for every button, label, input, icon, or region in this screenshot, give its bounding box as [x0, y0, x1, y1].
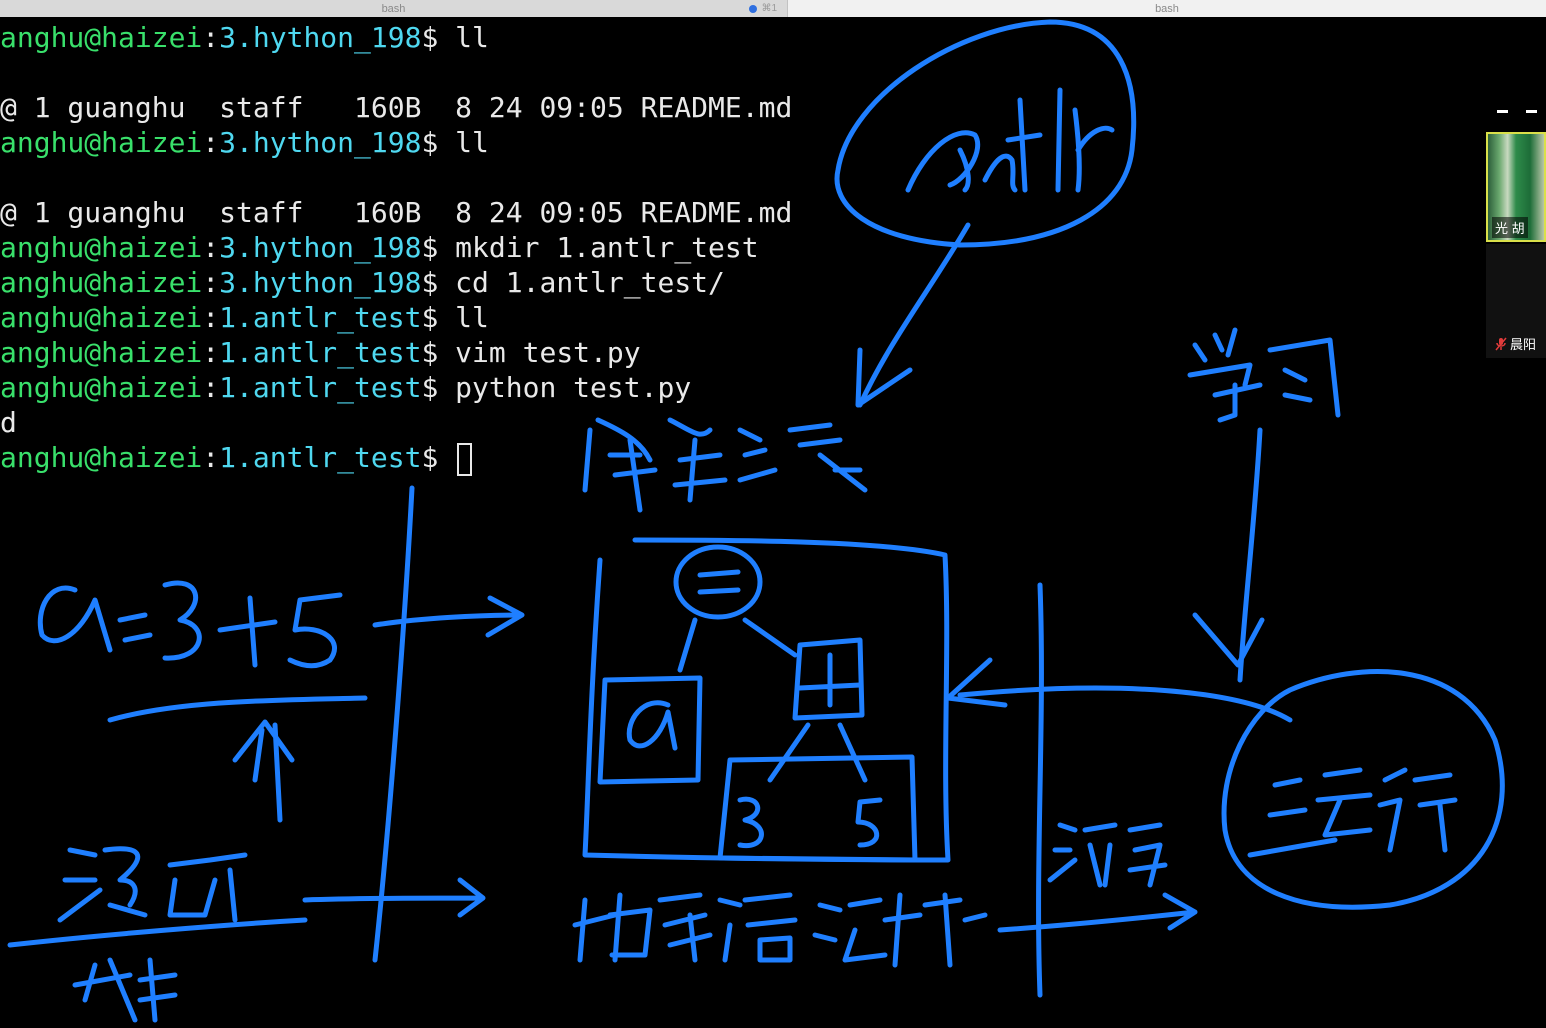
ast-edge-left	[677, 617, 698, 673]
vertical-divider-right	[1036, 582, 1044, 998]
leaf-5	[855, 797, 883, 848]
terminal-line: anghu@haizei:1.antlr_test$ python test.p…	[0, 371, 692, 404]
tab-bar: bash ⌘1 bash	[0, 0, 1546, 17]
ast-edge-right	[742, 617, 798, 658]
arrow-compile	[997, 892, 1198, 933]
leaf-3	[737, 796, 764, 849]
activity-dot-icon	[749, 4, 758, 13]
source-code-text	[57, 846, 248, 923]
ast-node-leaf	[717, 754, 918, 863]
tab-bash-1[interactable]: bash ⌘1	[0, 0, 787, 17]
participant-tile-2[interactable]: 晨阳	[1486, 244, 1546, 358]
vertical-divider-left	[372, 485, 415, 963]
terminal-line: anghu@haizei:3.hython_198$ ll	[0, 21, 489, 54]
ast-edge-plus-left	[767, 722, 811, 783]
terminal-line: d	[0, 406, 17, 439]
antlr-bubble	[834, 19, 1137, 248]
equals-sign	[697, 569, 741, 595]
participant-tile-1[interactable]: 光 胡	[1486, 132, 1546, 242]
ast-box	[582, 537, 951, 863]
terminal-cursor	[457, 442, 473, 476]
ast-edge-plus-right	[837, 722, 868, 783]
arrow-up	[232, 719, 295, 823]
source-expression	[37, 580, 343, 669]
ast-node-a	[597, 675, 703, 785]
restore-icon[interactable]	[1526, 110, 1537, 113]
tab-bash-2[interactable]: bash	[787, 0, 1546, 17]
tab-label: bash	[1155, 2, 1179, 15]
tab-label: bash	[381, 2, 406, 15]
antlr-word	[905, 87, 1115, 193]
arrow-to-ast-top	[372, 595, 525, 638]
tab-shortcut: ⌘1	[749, 3, 777, 14]
terminal-line: anghu@haizei:1.antlr_test$ ll	[0, 301, 489, 334]
participant-label: 晨阳	[1492, 333, 1539, 354]
ast-node-plus	[792, 637, 865, 721]
terminal-output[interactable]: anghu@haizei:3.hython_198$ ll @ 1 guangh…	[0, 18, 1546, 1028]
compile-text	[1047, 822, 1168, 888]
arrow-to-ast-bottom	[302, 877, 486, 918]
letter-a	[626, 700, 678, 751]
underline-code	[7, 917, 308, 948]
ast-node-equals	[673, 544, 763, 620]
minimize-icon[interactable]	[1497, 110, 1508, 113]
terminal-line: anghu@haizei:3.hython_198$ ll	[0, 126, 489, 159]
video-window-controls	[1497, 110, 1537, 113]
arrow-study-down	[1192, 427, 1265, 683]
terminal-line: anghu@haizei:1.antlr_test$	[0, 440, 473, 476]
terminal-line: @ 1 guanghu staff 160B 8 24 09:05 README…	[0, 91, 793, 124]
ast-label-text	[572, 892, 988, 968]
terminal-line: anghu@haizei:3.hython_198$ cd 1.antlr_te…	[0, 266, 725, 299]
interpreter-text	[582, 417, 868, 513]
study-text	[1187, 327, 1341, 423]
mic-off-icon	[1495, 337, 1507, 350]
underline-source	[107, 695, 368, 723]
text-label	[72, 957, 178, 1023]
terminal-line: anghu@haizei:1.antlr_test$ vim test.py	[0, 336, 641, 369]
terminal-line: anghu@haizei:3.hython_198$ mkdir 1.antlr…	[0, 231, 759, 264]
arrow-antlr-down	[855, 222, 971, 408]
plus-sign	[797, 652, 863, 708]
participant-name: 光 胡	[1492, 217, 1528, 238]
run-text	[1247, 767, 1458, 858]
terminal-line: @ 1 guanghu staff 160B 8 24 09:05 README…	[0, 196, 793, 229]
run-bubble	[1221, 669, 1505, 910]
